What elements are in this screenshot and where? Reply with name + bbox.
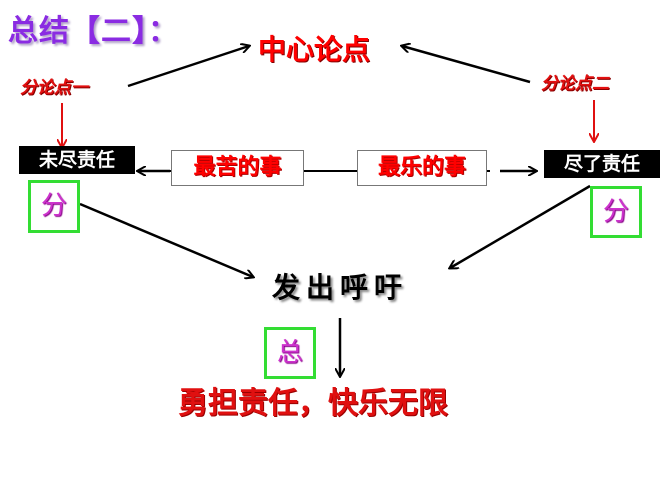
arrow-left-to-call bbox=[79, 202, 253, 277]
conclusion: 勇担责任，快乐无限 bbox=[178, 386, 448, 421]
page-title: 总结【二】： bbox=[8, 14, 179, 49]
middle-box-bitterest: 最苦的事 bbox=[171, 150, 304, 186]
left-box-unfulfilled-duty: 未尽责任 bbox=[19, 146, 135, 174]
right-box-fulfilled-duty: 尽了责任 bbox=[544, 150, 660, 178]
fen-label-left: 分 bbox=[28, 180, 80, 233]
arrow-right-to-central bbox=[402, 46, 531, 84]
middle-box-happiest: 最乐的事 bbox=[357, 150, 487, 186]
fen-label-right: 分 bbox=[590, 186, 642, 238]
sub-point-one-label: 分论点一 bbox=[20, 78, 88, 98]
arrow-left-to-central bbox=[127, 46, 249, 88]
call-to-action: 发出呼吁 bbox=[272, 271, 409, 304]
central-thesis: 中心论点 bbox=[258, 33, 371, 66]
sub-point-two-label: 分论点二 bbox=[541, 74, 609, 94]
zong-label: 总 bbox=[264, 327, 316, 379]
arrow-right-to-call bbox=[450, 184, 591, 268]
